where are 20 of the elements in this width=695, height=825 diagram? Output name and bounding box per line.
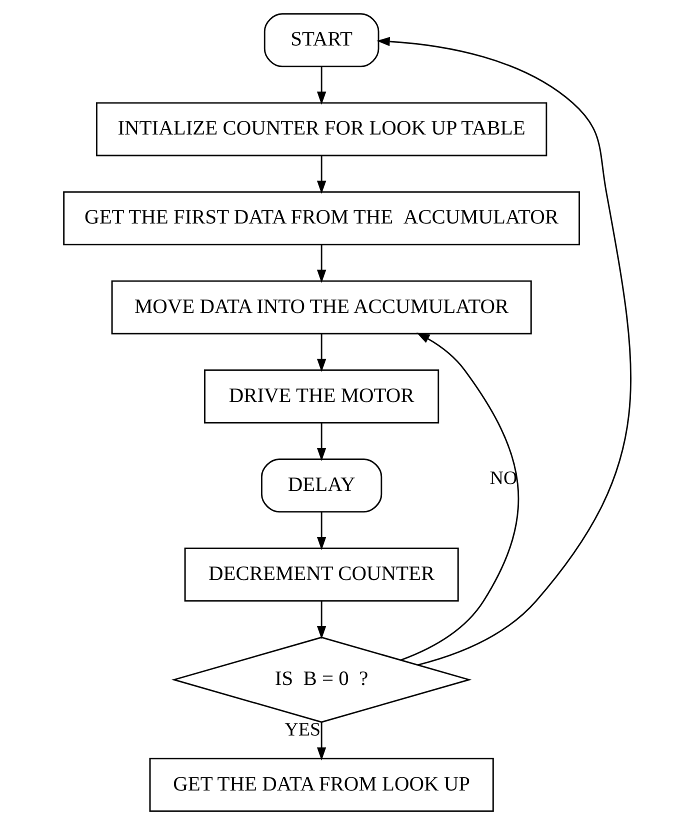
arrow <box>316 334 326 372</box>
arrow <box>316 244 326 283</box>
arrow <box>316 601 326 640</box>
node-box: DECREMENT COUNTER <box>184 548 459 602</box>
arrow <box>316 156 326 194</box>
arrow <box>316 722 326 760</box>
node-box: GET THE DATA FROM LOOK UP <box>149 758 494 812</box>
node-box: START <box>264 13 380 68</box>
arrow <box>400 332 520 661</box>
arrow <box>376 36 632 666</box>
arrow <box>316 512 326 550</box>
node-box: INTIALIZE COUNTER FOR LOOK UP TABLE <box>96 102 548 156</box>
arrow <box>316 66 326 105</box>
arrow <box>316 422 326 462</box>
node-box: DELAY <box>260 458 382 513</box>
node-box: GET THE FIRST DATA FROM THE ACCUMULATOR <box>63 191 580 246</box>
node-box: DRIVE THE MOTOR <box>204 369 440 424</box>
node-box: MOVE DATA INTO THE ACCUMULATOR <box>111 280 532 334</box>
edge-label: NO <box>490 468 518 489</box>
node-diamond: IS B = 0 ? <box>171 636 472 723</box>
